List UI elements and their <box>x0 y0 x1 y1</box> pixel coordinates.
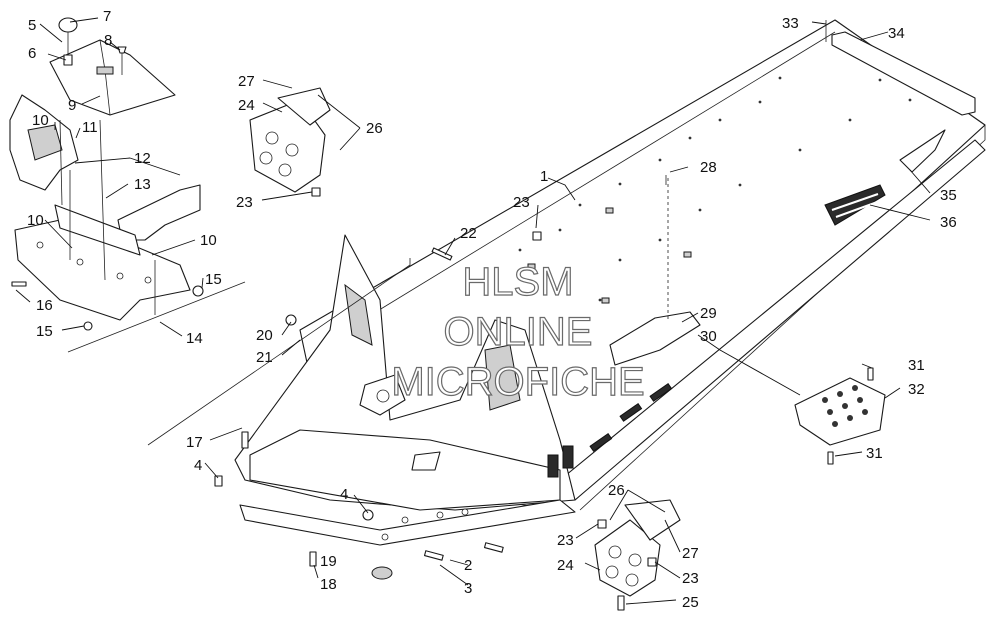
callout-3: 3 <box>464 580 472 597</box>
callout-27-upper: 27 <box>238 73 255 90</box>
callout-15-right: 15 <box>205 271 222 288</box>
watermark: HLSM ONLINE MICROFICHE <box>391 259 646 404</box>
knob-7 <box>58 17 78 33</box>
watermark-line-2: ONLINE <box>444 310 593 354</box>
callout-35: 35 <box>940 187 957 204</box>
callout-26-upper: 26 <box>366 120 383 137</box>
callout-15-left: 15 <box>36 323 53 340</box>
callout-31-upper: 31 <box>908 357 925 374</box>
callout-4-left: 4 <box>194 457 202 474</box>
callout-7: 7 <box>103 8 111 25</box>
callout-25: 25 <box>682 594 699 611</box>
callout-21: 21 <box>256 349 273 366</box>
callout-28: 28 <box>700 159 717 176</box>
callout-23-lower-right: 23 <box>682 570 699 587</box>
callout-32: 32 <box>908 381 925 398</box>
callout-20: 20 <box>256 327 273 344</box>
callout-27-lower: 27 <box>682 545 699 562</box>
callout-5: 5 <box>28 17 36 34</box>
callout-31-lower: 31 <box>866 445 883 462</box>
callout-26-lower: 26 <box>608 482 625 499</box>
callout-10-right: 10 <box>200 232 217 249</box>
callout-2: 2 <box>464 557 472 574</box>
callout-1: 1 <box>540 168 548 185</box>
callout-16: 16 <box>36 297 53 314</box>
callout-4-center: 4 <box>340 486 348 503</box>
fasteners <box>11 175 874 611</box>
leader-lines <box>15 17 931 605</box>
callout-11: 11 <box>82 119 98 136</box>
rail-34 <box>831 31 976 116</box>
watermark-line-3: MICROFICHE <box>391 360 644 404</box>
callout-8: 8 <box>104 32 112 49</box>
callout-18: 18 <box>320 576 337 593</box>
rear-plate-32 <box>794 377 886 446</box>
callout-14: 14 <box>186 330 203 347</box>
skid-plate-lower <box>594 499 681 597</box>
callout-9: 9 <box>68 97 76 114</box>
callout-10-left: 10 <box>27 212 44 229</box>
callout-10-upper: 10 <box>32 112 49 129</box>
callout-22: 22 <box>460 225 477 242</box>
callout-23-upper: 23 <box>236 194 253 211</box>
callout-24-upper: 24 <box>238 97 255 114</box>
plug-19 <box>371 566 393 580</box>
callout-6: 6 <box>28 45 36 62</box>
callout-labels: 1 2 3 4 4 5 6 7 8 9 10 10 10 11 12 13 14… <box>27 8 957 611</box>
bulkhead-frame <box>234 234 576 546</box>
decal-35 <box>899 129 946 173</box>
callout-17: 17 <box>186 434 203 451</box>
skid-plate-upper <box>249 87 331 193</box>
callout-30: 30 <box>700 328 717 345</box>
trim-29 <box>609 311 701 366</box>
callout-36: 36 <box>940 214 957 231</box>
callout-34: 34 <box>888 25 905 42</box>
callout-33: 33 <box>782 15 799 32</box>
callout-29: 29 <box>700 305 717 322</box>
callout-24-lower: 24 <box>557 557 574 574</box>
callout-13: 13 <box>134 176 151 193</box>
callout-12: 12 <box>134 150 151 167</box>
callout-19: 19 <box>320 553 337 570</box>
callout-23-lower-left: 23 <box>557 532 574 549</box>
watermark-line-1: HLSM <box>462 260 573 304</box>
side-bracket-group <box>9 94 411 446</box>
callout-23-center: 23 <box>513 194 530 211</box>
